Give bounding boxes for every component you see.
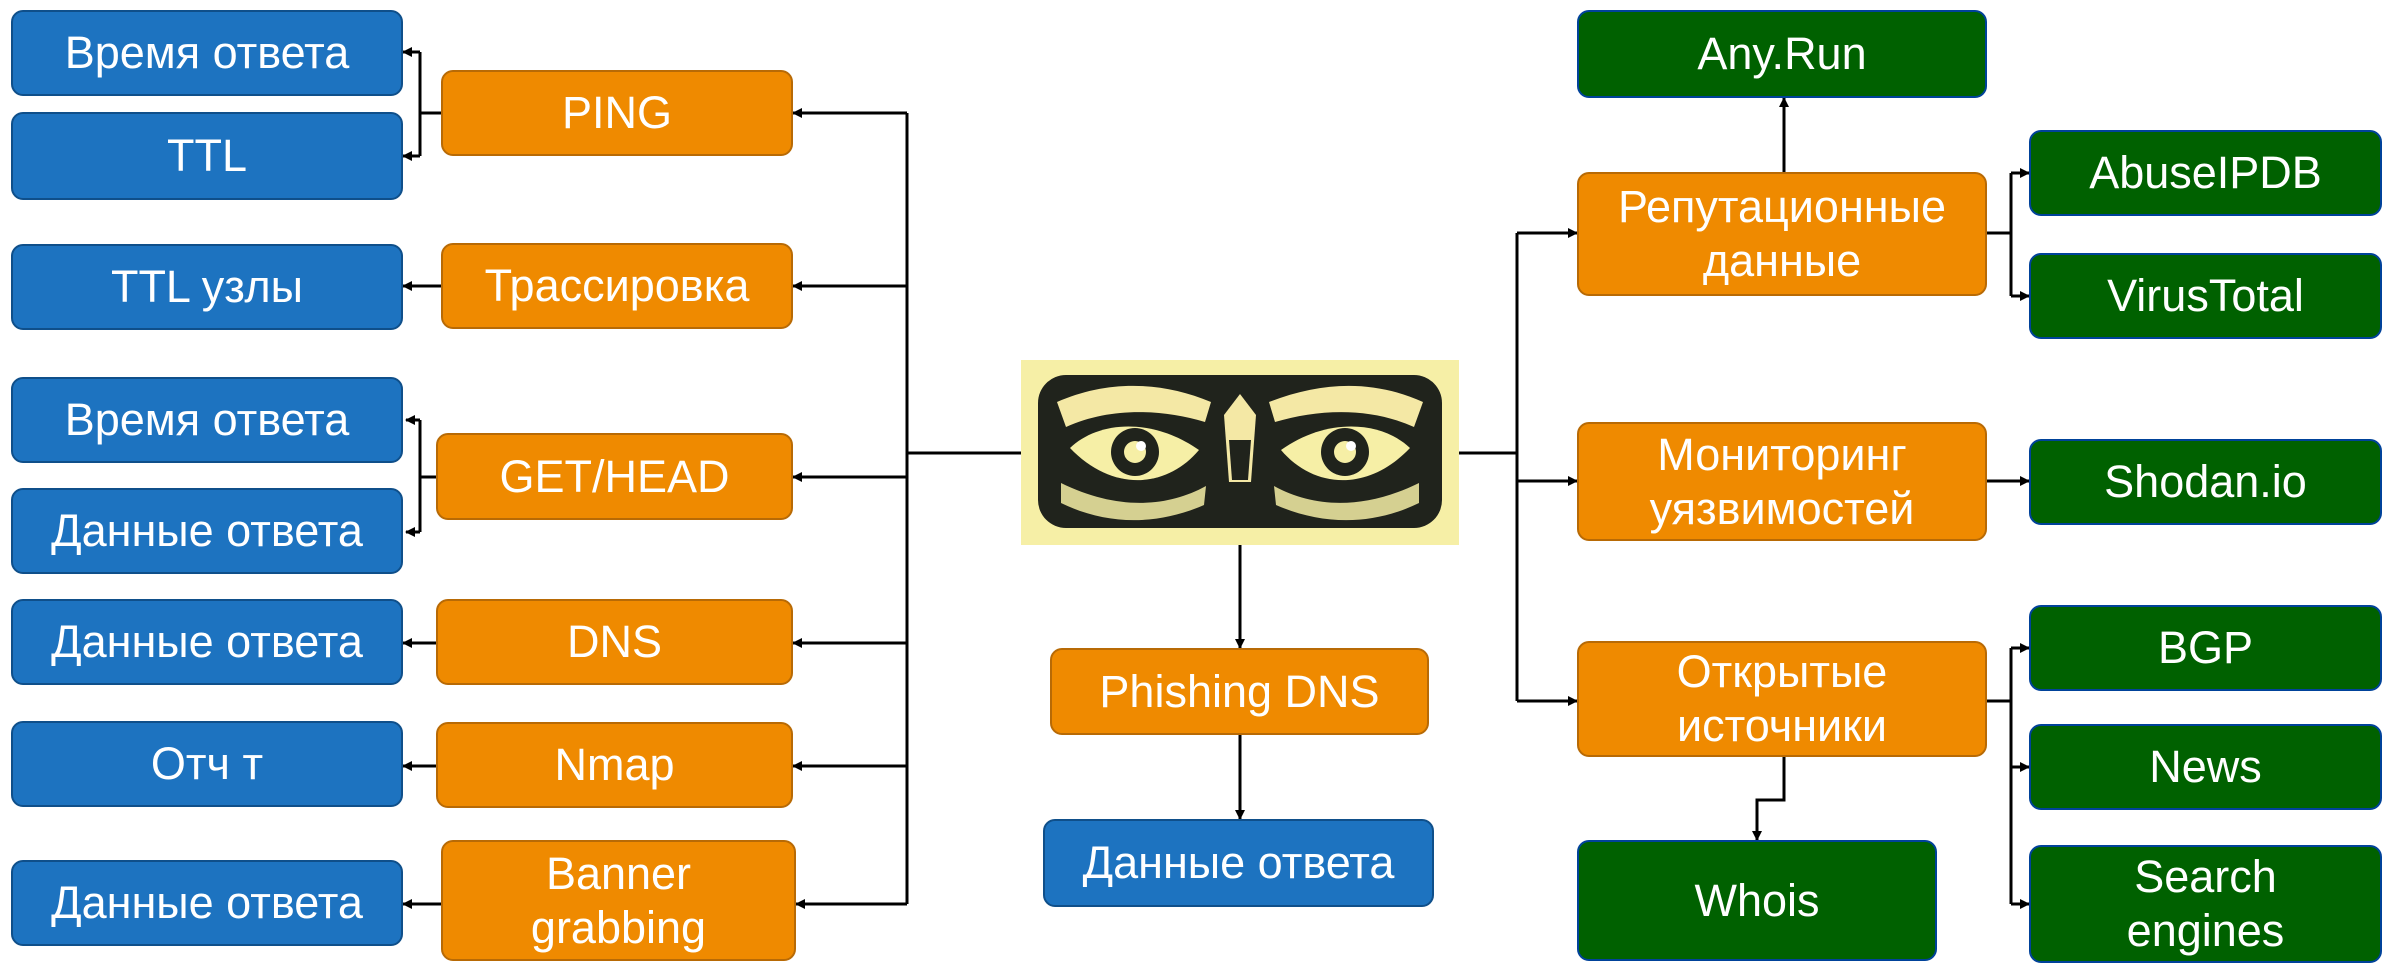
source-anyrun: Any.Run <box>1577 10 1987 98</box>
edge-ping-bracket <box>418 52 441 156</box>
ping-result-ttl: TTL <box>11 112 403 200</box>
tool-gethead: GET/HEAD <box>436 433 793 520</box>
tool-phishing-dns: Phishing DNS <box>1050 648 1429 735</box>
ping-result-response-time: Время ответа <box>11 10 403 96</box>
edge-reputation-bracket <box>1987 173 2013 296</box>
category-open-sources: Открытые источники <box>1577 641 1987 757</box>
tool-banner-grabbing: Banner grabbing <box>441 840 796 961</box>
source-bgp: BGP <box>2029 605 2382 691</box>
source-shodan: Shodan.io <box>2029 439 2382 525</box>
source-abuseipdb: AbuseIPDB <box>2029 130 2382 216</box>
nmap-result: Отч т <box>11 721 403 807</box>
source-virustotal: VirusTotal <box>2029 253 2382 339</box>
tool-nmap: Nmap <box>436 722 793 808</box>
source-search-engines: Search engines <box>2029 845 2382 963</box>
tool-dns: DNS <box>436 599 793 685</box>
edge-gethead-bracket <box>418 420 436 532</box>
edge-open-sources-to-whois <box>1752 757 1786 841</box>
eyes-illustration <box>1021 360 1459 545</box>
dns-result: Данные ответа <box>11 599 403 685</box>
traceroute-result: TTL узлы <box>11 244 403 330</box>
tool-ping: PING <box>441 70 793 156</box>
tool-traceroute: Трассировка <box>441 243 793 329</box>
banner-result: Данные ответа <box>11 860 403 946</box>
edge-open-sources-bracket <box>1987 648 2013 904</box>
category-reputation: Репутационные данные <box>1577 172 1987 296</box>
category-vulnerability-monitoring: Мониторинг уязвимостей <box>1577 422 1987 541</box>
source-news: News <box>2029 724 2382 810</box>
gethead-result-response-time: Время ответа <box>11 377 403 463</box>
phishing-dns-result: Данные ответа <box>1043 819 1434 907</box>
eyes-icon <box>1038 375 1442 528</box>
gethead-result-response-data: Данные ответа <box>11 488 403 574</box>
source-whois: Whois <box>1577 840 1937 961</box>
